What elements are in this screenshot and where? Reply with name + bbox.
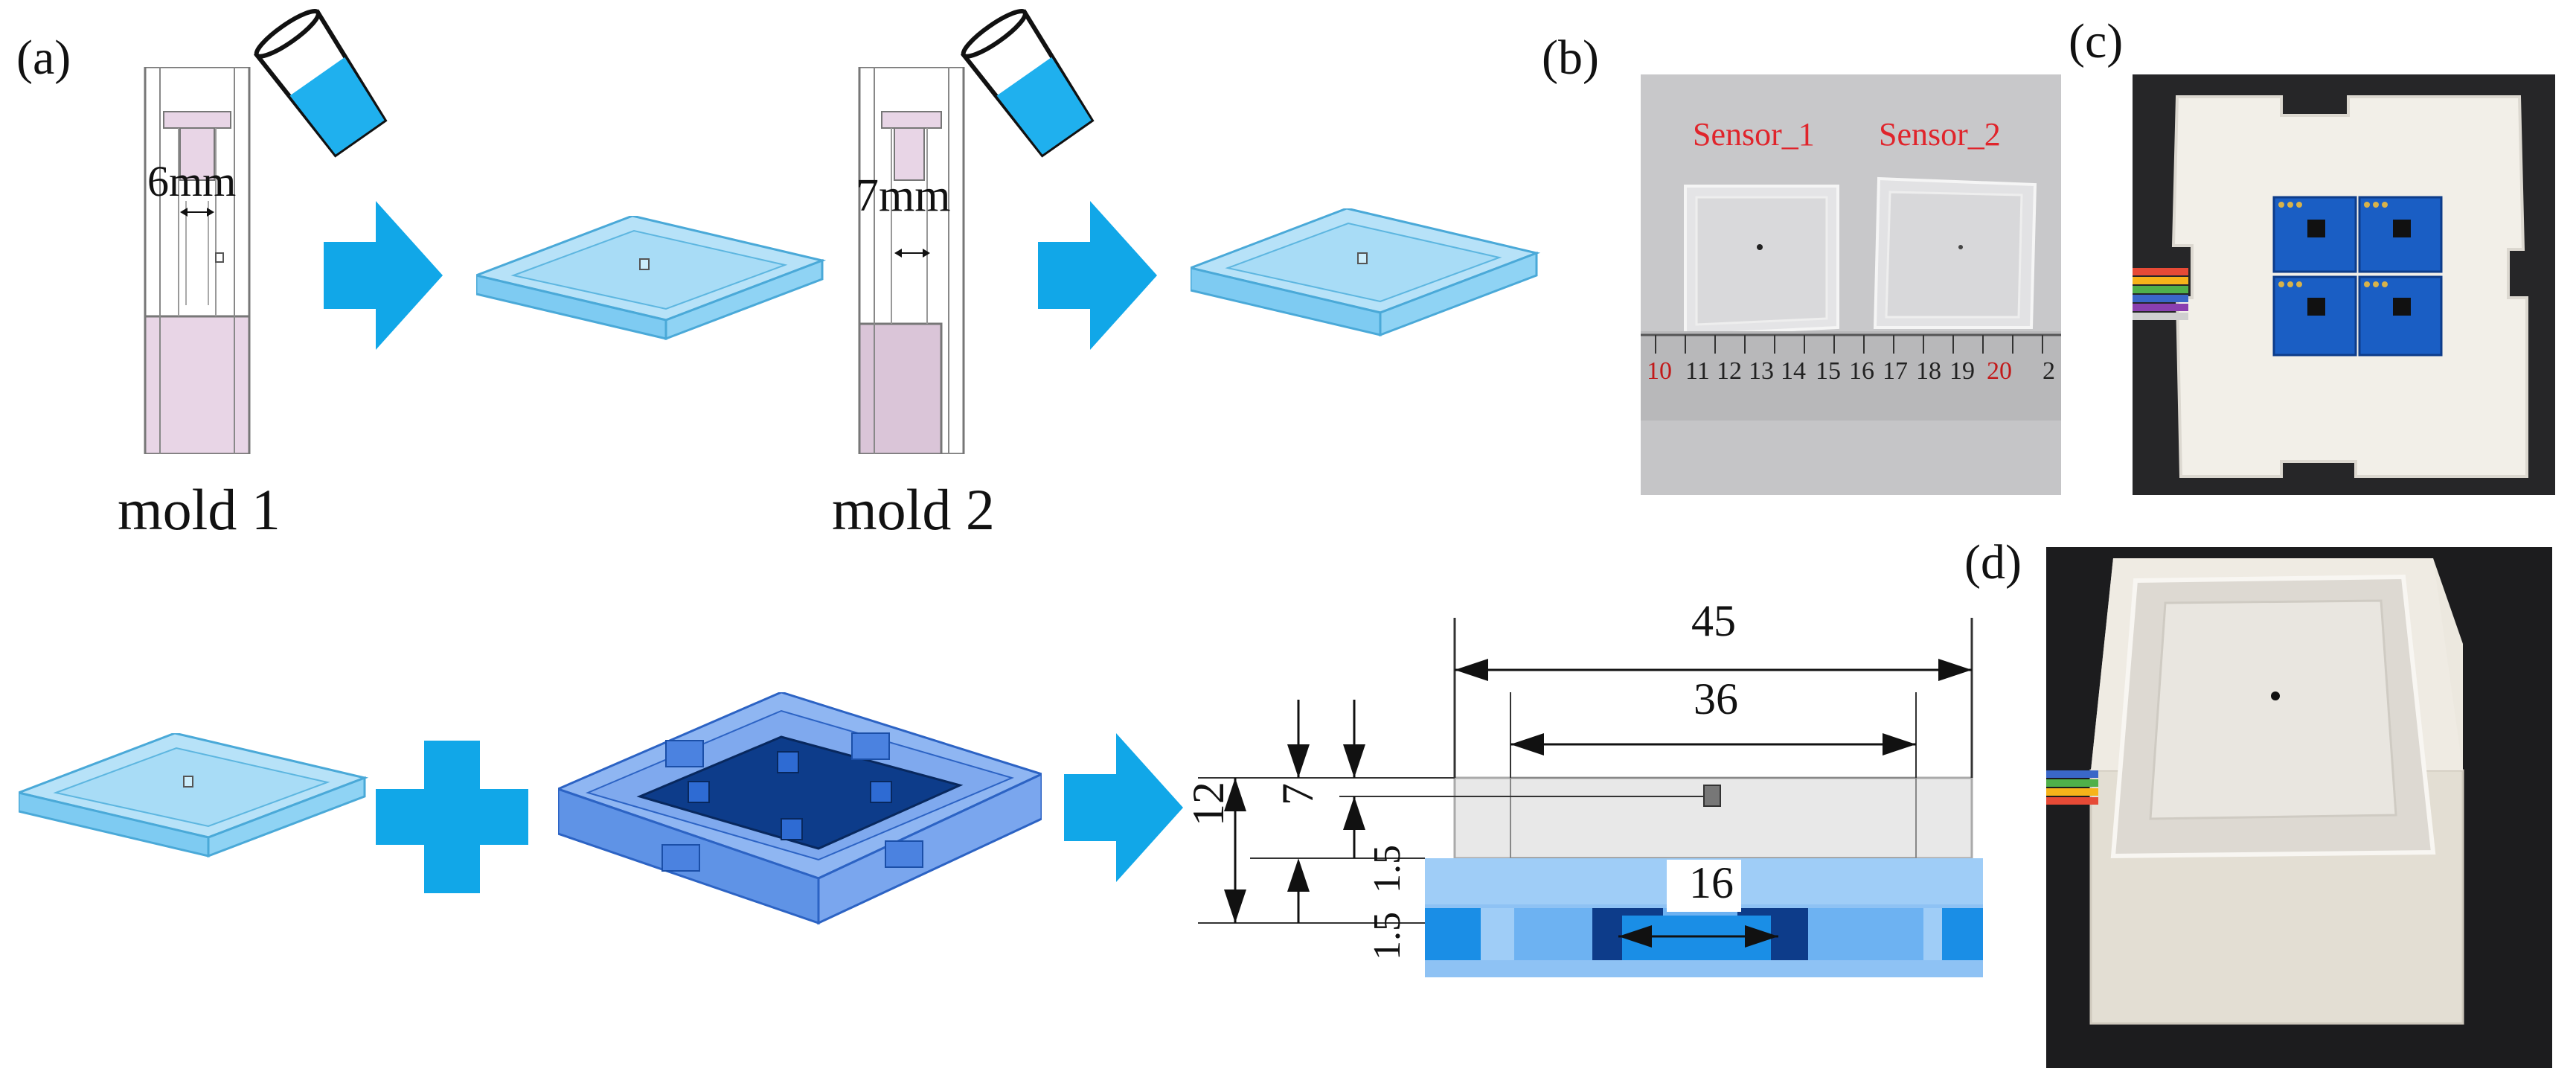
right-arrow-icon [324, 201, 443, 350]
mold-1-label: mold 1 [118, 477, 281, 542]
ruler-tick-label: 18 [1916, 357, 1941, 385]
cross-section-drawing [1198, 618, 1983, 977]
right-arrow-icon [1038, 201, 1157, 350]
ruler-tick-label: 11 [1685, 357, 1710, 385]
photo-assembled-sensor [2046, 547, 2552, 1068]
dimension-45-label: 45 [1691, 596, 1736, 645]
mold-1-gap-label: 6mm [147, 157, 237, 205]
sensor-2-label: Sensor_2 [1879, 116, 2001, 153]
silicone-layer-2-drawing [1191, 208, 1540, 337]
mold-2-label: mold 2 [832, 477, 995, 542]
panel-label-d: (d) [1964, 535, 2022, 590]
ruler-tick-label: 15 [1816, 357, 1841, 385]
sensor-base-drawing [558, 692, 1042, 925]
ruler-tick-label: 12 [1717, 357, 1742, 385]
mold-2-drawing [858, 67, 965, 454]
ruler-tick-labels: 10 11 12 13 14 15 16 17 18 19 20 2 [1641, 357, 2061, 395]
mold-1-drawing [144, 67, 251, 454]
beaker-2-icon [960, 9, 1095, 158]
dimension-1-5-base-label: 1.5 [1366, 912, 1409, 960]
silicone-layer-1-drawing [476, 216, 826, 341]
sensor-1-label: Sensor_1 [1693, 116, 1815, 153]
dimension-16-label: 16 [1689, 858, 1734, 907]
photo-sensors: Sensor_1 Sensor_2 10 11 12 13 14 15 16 1… [1641, 74, 2061, 495]
panel-label-a: (a) [16, 31, 71, 85]
photo-sensor-board [2133, 74, 2555, 495]
plus-icon [376, 741, 528, 893]
dimension-7-label: 7 [1273, 783, 1322, 805]
dimension-36-label: 36 [1694, 674, 1738, 724]
panel-label-b: (b) [1542, 31, 1599, 85]
mold-2-gap-label: 7mm [856, 170, 951, 221]
silicone-layer-3-drawing [19, 733, 368, 858]
dimension-12-label: 12 [1184, 782, 1233, 826]
ruler-tick-label: 17 [1883, 357, 1908, 385]
ruler-tick-label: 20 [1987, 357, 2012, 385]
ruler-tick-label: 13 [1749, 357, 1774, 385]
dimension-1-5-label: 1.5 [1366, 845, 1409, 893]
ruler-tick-label: 2 [2042, 357, 2055, 385]
beaker-1-icon [253, 9, 388, 158]
ruler-tick-label: 14 [1781, 357, 1806, 385]
ruler-tick-label: 10 [1647, 357, 1672, 385]
ruler-tick-label: 19 [1949, 357, 1975, 385]
ruler-tick-label: 16 [1849, 357, 1874, 385]
panel-label-c: (c) [2069, 14, 2124, 68]
right-arrow-icon [1064, 733, 1183, 882]
